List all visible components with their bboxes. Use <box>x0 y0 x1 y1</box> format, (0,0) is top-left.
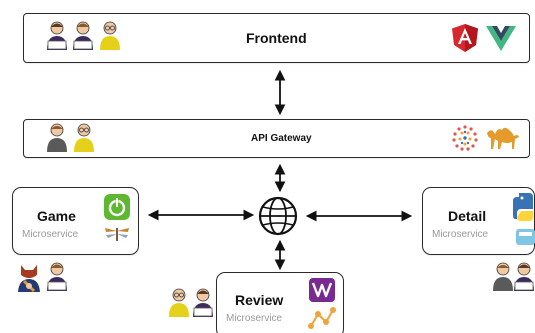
detail-title: Detail <box>448 208 487 224</box>
tester-icon <box>169 288 189 317</box>
spring-power-icon <box>104 194 130 220</box>
developer-icon <box>73 21 93 50</box>
review-title: Review <box>235 292 284 308</box>
globe-network-icon <box>258 196 298 236</box>
graph-nodes-icon <box>308 307 336 329</box>
angular-logo-icon <box>452 24 478 52</box>
gateway-box: API Gateway <box>23 119 530 158</box>
dragonfly-icon <box>105 228 129 241</box>
dotted-sphere-logo-icon <box>452 125 478 151</box>
developer-icon <box>47 21 67 50</box>
tester-icon <box>100 21 120 50</box>
game-box: Game Microservice <box>12 187 139 255</box>
vertx-logo-icon <box>309 278 335 302</box>
developer-icon <box>47 262 67 291</box>
camel-logo-icon <box>487 127 519 149</box>
review-subtitle: Microservice <box>226 313 283 324</box>
python-logo-icon <box>513 193 535 245</box>
game-subtitle: Microservice <box>22 229 79 240</box>
frontend-title: Frontend <box>246 30 307 46</box>
detail-subtitle: Microservice <box>432 229 489 240</box>
game-title: Game <box>37 208 76 224</box>
tester-icon <box>74 123 94 152</box>
developer-icon <box>514 262 534 291</box>
operator-icon <box>493 262 513 291</box>
fox-developer-icon <box>18 265 40 293</box>
vue-logo-icon <box>486 26 516 51</box>
gateway-title: API Gateway <box>251 133 312 144</box>
operator-icon <box>47 123 67 152</box>
developer-icon <box>193 288 213 317</box>
